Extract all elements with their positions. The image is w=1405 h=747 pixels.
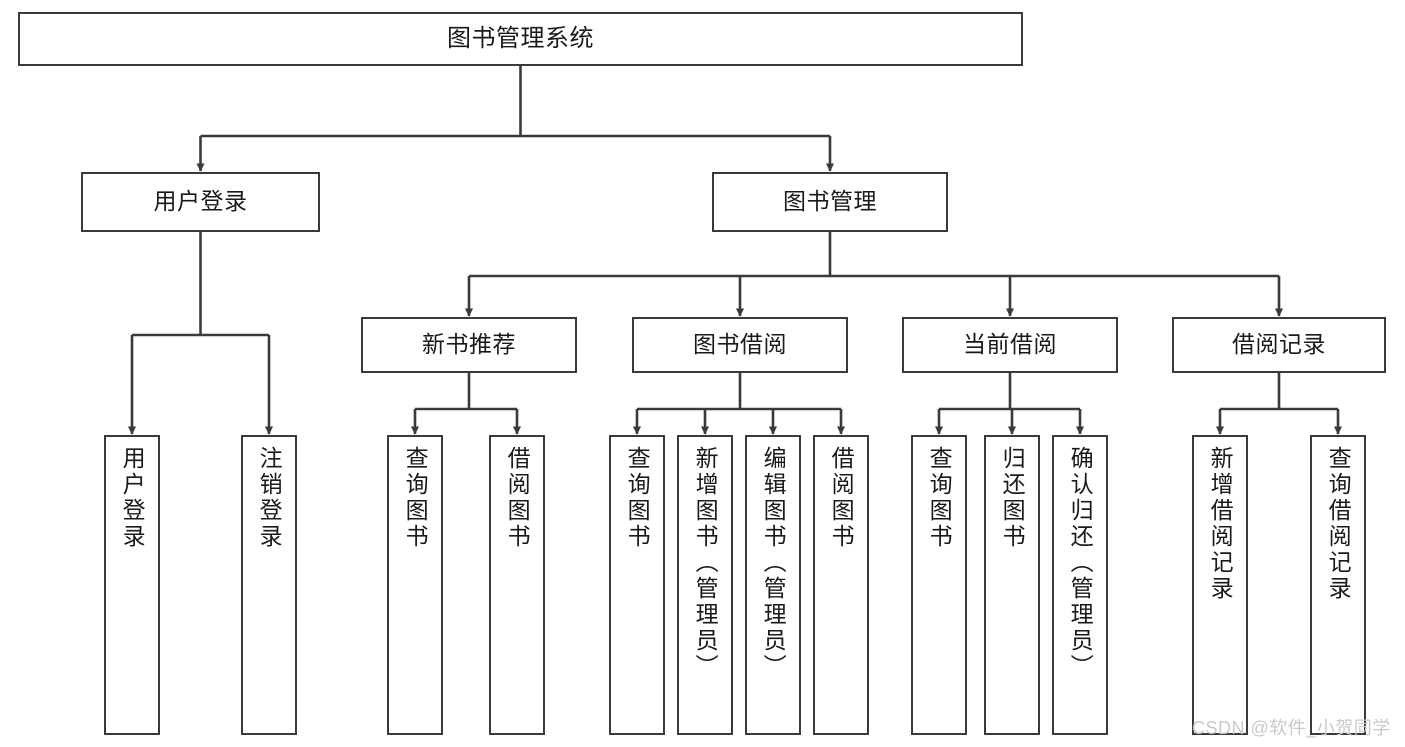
node-leaf-q3[interactable]: 查询图书 bbox=[911, 435, 967, 735]
node-leaf-b2[interactable]: 借阅图书 bbox=[813, 435, 869, 735]
node-label-leaf-qrec: 查询借阅记录 bbox=[1325, 446, 1352, 602]
node-current[interactable]: 当前借阅 bbox=[902, 317, 1118, 373]
node-label-leaf-edit: 编辑图书（管理员） bbox=[760, 446, 787, 680]
node-label-leaf-ret: 归还图书 bbox=[999, 446, 1026, 550]
node-leaf-add[interactable]: 新增图书（管理员） bbox=[677, 435, 733, 735]
node-records[interactable]: 借阅记录 bbox=[1172, 317, 1386, 373]
node-leaf-edit[interactable]: 编辑图书（管理员） bbox=[745, 435, 801, 735]
node-leaf-b1[interactable]: 借阅图书 bbox=[489, 435, 545, 735]
node-leaf-ret[interactable]: 归还图书 bbox=[984, 435, 1040, 735]
node-login[interactable]: 用户登录 bbox=[81, 172, 320, 232]
node-leaf-logout[interactable]: 注销登录 bbox=[241, 435, 297, 735]
node-label-login: 用户登录 bbox=[153, 188, 248, 215]
node-label-leaf-b1: 借阅图书 bbox=[504, 446, 531, 550]
node-root[interactable]: 图书管理系统 bbox=[18, 12, 1023, 66]
node-label-current: 当前借阅 bbox=[963, 331, 1057, 358]
node-label-leaf-login: 用户登录 bbox=[119, 446, 146, 550]
node-leaf-q2[interactable]: 查询图书 bbox=[609, 435, 665, 735]
node-label-leaf-b2: 借阅图书 bbox=[828, 446, 855, 550]
node-leaf-conf[interactable]: 确认归还（管理员） bbox=[1052, 435, 1108, 735]
node-label-borrow: 图书借阅 bbox=[693, 331, 787, 358]
node-leaf-q1[interactable]: 查询图书 bbox=[387, 435, 443, 735]
node-label-bookmgmt: 图书管理 bbox=[783, 188, 877, 215]
node-leaf-addrec[interactable]: 新增借阅记录 bbox=[1192, 435, 1248, 735]
node-label-leaf-conf: 确认归还（管理员） bbox=[1067, 446, 1094, 680]
node-label-leaf-logout: 注销登录 bbox=[256, 446, 283, 550]
node-label-newbook: 新书推荐 bbox=[422, 331, 516, 358]
node-newbook[interactable]: 新书推荐 bbox=[361, 317, 577, 373]
node-leaf-login[interactable]: 用户登录 bbox=[104, 435, 160, 735]
node-label-leaf-addrec: 新增借阅记录 bbox=[1207, 446, 1234, 602]
node-label-leaf-q2: 查询图书 bbox=[624, 446, 651, 550]
node-label-leaf-q1: 查询图书 bbox=[402, 446, 429, 550]
node-label-records: 借阅记录 bbox=[1232, 331, 1326, 358]
node-bookmgmt[interactable]: 图书管理 bbox=[712, 172, 948, 232]
node-label-leaf-q3: 查询图书 bbox=[926, 446, 953, 550]
node-label-leaf-add: 新增图书（管理员） bbox=[692, 446, 719, 680]
node-leaf-qrec[interactable]: 查询借阅记录 bbox=[1310, 435, 1366, 735]
node-label-root: 图书管理系统 bbox=[447, 24, 594, 52]
node-borrow[interactable]: 图书借阅 bbox=[632, 317, 848, 373]
